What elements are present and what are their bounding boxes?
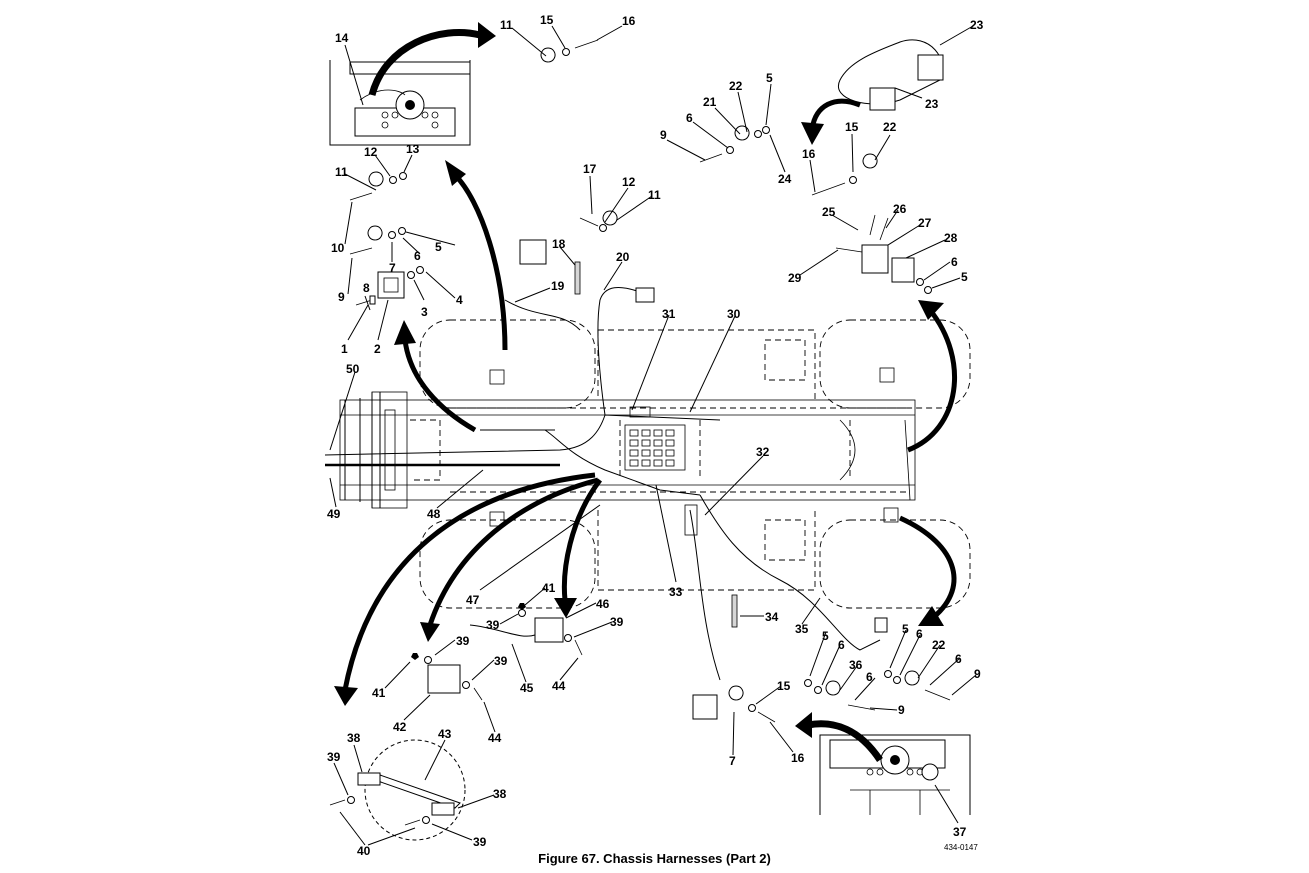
callout-29: 29	[788, 271, 802, 285]
callout-15: 15	[777, 679, 791, 693]
callout-39: 39	[473, 835, 487, 849]
callout-39: 39	[610, 615, 624, 629]
callout-31: 31	[662, 307, 676, 321]
callout-38: 38	[493, 787, 507, 801]
callout-4: 4	[456, 293, 463, 307]
callout-15: 15	[845, 120, 859, 134]
callout-6: 6	[866, 670, 873, 684]
callout-6: 6	[838, 638, 845, 652]
callout-7: 7	[389, 261, 396, 275]
callout-44: 44	[552, 679, 566, 693]
figure-caption: Figure 67. Chassis Harnesses (Part 2)	[538, 851, 771, 866]
callout-13: 13	[406, 142, 420, 156]
vehicle-chassis	[324, 287, 971, 681]
callout-36: 36	[849, 658, 863, 672]
callout-9: 9	[898, 703, 905, 717]
callout-28: 28	[944, 231, 958, 245]
callout-42: 42	[393, 720, 407, 734]
callout-39: 39	[486, 618, 500, 632]
callout-32: 32	[756, 445, 770, 459]
callout-37: 37	[953, 825, 967, 839]
callout-21: 21	[703, 95, 717, 109]
callout-15: 15	[540, 13, 554, 27]
callout-41: 41	[372, 686, 386, 700]
callout-7: 7	[729, 754, 736, 768]
callout-6: 6	[955, 652, 962, 666]
callout-5: 5	[822, 629, 829, 643]
callout-16: 16	[622, 14, 636, 28]
callout-46: 46	[596, 597, 610, 611]
callout-19: 19	[551, 279, 565, 293]
callout-9: 9	[974, 667, 981, 681]
callout-24: 24	[778, 172, 792, 186]
callout-16: 16	[791, 751, 805, 765]
callout-8: 8	[363, 281, 370, 295]
callout-labels: 1 2 3 4 5 6 7 8 9 10 11 12 13 14 11 15 1…	[327, 13, 984, 858]
callout-11: 11	[500, 18, 513, 32]
callout-9: 9	[338, 290, 345, 304]
callout-9: 9	[660, 128, 667, 142]
callout-49: 49	[327, 507, 341, 521]
callout-5: 5	[902, 622, 909, 636]
callout-10: 10	[331, 241, 345, 255]
inset-detail-top-left	[329, 60, 471, 146]
callout-30: 30	[727, 307, 741, 321]
callout-5: 5	[766, 71, 773, 85]
callout-6: 6	[686, 111, 693, 125]
callout-11: 11	[648, 188, 661, 202]
callout-1: 1	[341, 342, 348, 356]
callout-18: 18	[552, 237, 566, 251]
callout-40: 40	[357, 844, 371, 858]
callout-26: 26	[893, 202, 907, 216]
callout-50: 50	[346, 362, 360, 376]
callout-14: 14	[335, 31, 349, 45]
callout-22: 22	[729, 79, 743, 93]
callout-5: 5	[435, 240, 442, 254]
callout-16: 16	[802, 147, 816, 161]
callout-20: 20	[616, 250, 630, 264]
callout-44: 44	[488, 731, 502, 745]
callout-6: 6	[951, 255, 958, 269]
callout-45: 45	[520, 681, 534, 695]
document-id: 434-0147	[944, 843, 978, 852]
callout-22: 22	[932, 638, 946, 652]
callout-39: 39	[456, 634, 470, 648]
callout-41: 41	[542, 581, 556, 595]
inset-detail-bottom-right	[819, 734, 971, 815]
callout-23: 23	[925, 97, 939, 111]
callout-43: 43	[438, 727, 452, 741]
callout-2: 2	[374, 342, 381, 356]
callout-25: 25	[822, 205, 836, 219]
callout-38: 38	[347, 731, 361, 745]
leader-lines	[329, 25, 977, 846]
callout-3: 3	[421, 305, 428, 319]
callout-35: 35	[795, 622, 809, 636]
callout-6: 6	[414, 249, 421, 263]
callout-23: 23	[970, 18, 984, 32]
callout-47: 47	[466, 593, 480, 607]
direction-arrows	[334, 22, 958, 762]
callout-39: 39	[494, 654, 508, 668]
callout-5: 5	[961, 270, 968, 284]
callout-27: 27	[918, 216, 932, 230]
callout-6: 6	[916, 627, 923, 641]
hardware-parts	[329, 39, 951, 841]
callout-33: 33	[669, 585, 683, 599]
callout-11: 11	[335, 165, 348, 179]
callout-48: 48	[427, 507, 441, 521]
callout-17: 17	[583, 162, 597, 176]
callout-22: 22	[883, 120, 897, 134]
callout-12: 12	[622, 175, 636, 189]
callout-12: 12	[364, 145, 378, 159]
callout-34: 34	[765, 610, 779, 624]
callout-39: 39	[327, 750, 341, 764]
